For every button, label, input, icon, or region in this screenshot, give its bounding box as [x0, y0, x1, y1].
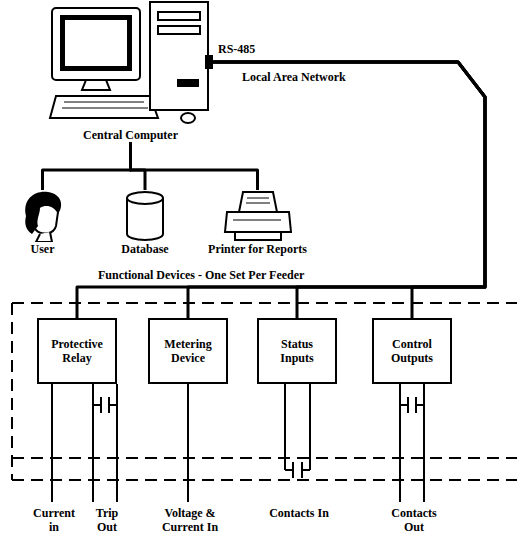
- device-box: Protective Relay: [37, 318, 117, 384]
- computer-illustration: [64, 19, 128, 67]
- field-wire: [92, 384, 94, 502]
- printer-icon: [221, 190, 295, 242]
- printer-icon: [235, 232, 281, 240]
- computer-illustration: [181, 113, 195, 123]
- field-wire: [292, 462, 294, 478]
- text-holder: Status Inputs: [263, 337, 331, 365]
- edge-label: Local Area Network: [240, 70, 348, 84]
- link-line: [43, 142, 131, 190]
- printer-icon: [225, 192, 291, 240]
- feeder-boundary: [12, 457, 517, 459]
- user-icon: [18, 190, 68, 242]
- computer-illustration: [64, 102, 144, 103]
- terminal-label: Contacts Out: [380, 506, 448, 534]
- printer-icon: [247, 198, 269, 199]
- computer-illustration: [150, 2, 208, 110]
- computer-illustration: [158, 26, 200, 34]
- text-holder: User: [31, 242, 55, 256]
- field-wire: [100, 397, 102, 413]
- field-wire: [301, 462, 303, 478]
- computer-illustration: [158, 12, 200, 20]
- computer-illustration: [50, 2, 213, 123]
- user-icon: [25, 192, 61, 234]
- field-wire: [407, 397, 409, 413]
- node-label: User: [31, 242, 55, 256]
- computer-station: Central Computer: [48, 0, 213, 142]
- field-wire: [285, 469, 293, 471]
- text-holder: Database: [121, 242, 168, 256]
- computer-illustration: [52, 8, 140, 80]
- field-wire: [400, 404, 408, 406]
- text-holder: Control Outputs: [378, 337, 446, 365]
- field-wire: [399, 384, 401, 502]
- field-wire: [108, 397, 110, 413]
- text-holder: Metering Device: [154, 337, 222, 365]
- node-label: Metering Device: [154, 337, 222, 365]
- printer-icon: [233, 220, 281, 221]
- field-wire: [415, 397, 417, 413]
- feeder-boundary: [12, 302, 517, 304]
- field-wire: [93, 404, 101, 406]
- printer-icon: [233, 198, 281, 220]
- database-station: Database: [120, 190, 170, 256]
- node-label: Database: [121, 242, 168, 256]
- link-line: [131, 142, 146, 190]
- field-wire: [416, 404, 424, 406]
- field-wire: [302, 469, 310, 471]
- computer-illustration: [82, 80, 110, 90]
- terminal-label: Trip Out: [84, 506, 130, 534]
- device-box: Control Outputs: [372, 318, 452, 384]
- group-label: Functional Devices - One Set Per Feeder: [96, 268, 306, 282]
- node-label: Protective Relay: [43, 337, 111, 365]
- text-holder: Protective Relay: [43, 337, 111, 365]
- terminal-label: Contacts In: [265, 506, 333, 520]
- terminal-label: Voltage & Current In: [142, 506, 238, 534]
- user-icon: [36, 232, 52, 242]
- field-wire: [187, 384, 189, 502]
- computer-illustration: [62, 108, 148, 109]
- printer-icon: [225, 212, 291, 232]
- field-wire: [109, 404, 117, 406]
- field-wire: [309, 384, 311, 470]
- printer-icon: [246, 203, 270, 204]
- database-cylinder: [127, 192, 163, 204]
- terminal-label: Current in: [26, 506, 82, 534]
- feeder-boundary: [12, 479, 517, 481]
- field-wire: [284, 384, 286, 470]
- node-label: Status Inputs: [263, 337, 331, 365]
- field-wire: [116, 384, 118, 502]
- computer-illustration: [178, 80, 198, 86]
- database-cylinder: [123, 190, 167, 242]
- port-label: RS-485: [216, 42, 257, 56]
- printer-icon: [239, 192, 277, 212]
- computer-illustration: [61, 16, 131, 70]
- printer-station: Printer for Reports: [195, 190, 320, 256]
- device-box: Status Inputs: [257, 318, 337, 384]
- computer-illustration: [206, 56, 213, 68]
- text-holder: Printer for Reports: [208, 242, 307, 256]
- computer-illustration: [62, 102, 148, 108]
- node-label: Control Outputs: [378, 337, 446, 365]
- feeder-boundary: [11, 303, 13, 480]
- link-line: [131, 142, 258, 190]
- node-label: Central Computer: [83, 128, 178, 142]
- text-holder: Central Computer: [83, 128, 178, 142]
- field-wire: [423, 384, 425, 502]
- user-station: User: [15, 190, 70, 256]
- device-box: Metering Device: [148, 318, 228, 384]
- feeder-boundary: [12, 303, 517, 480]
- field-wire: [52, 384, 424, 502]
- field-wire: [51, 384, 53, 502]
- computer-illustration: [48, 0, 213, 128]
- computer-illustration: [50, 96, 158, 118]
- node-label: Printer for Reports: [208, 242, 307, 256]
